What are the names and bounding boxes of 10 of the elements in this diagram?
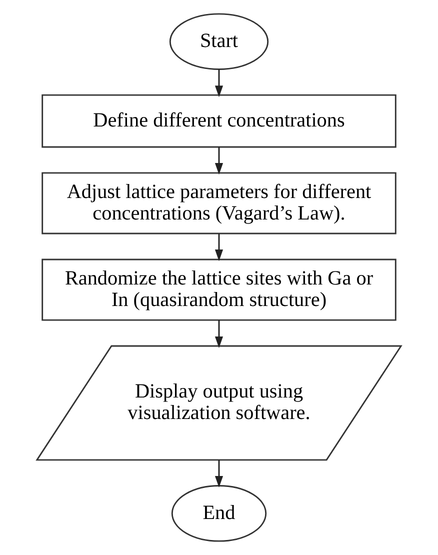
node-box: Randomize the lattice sites with Ga or In (quasirandom structure) [42,258,396,321]
node-ellipse: Start [169,13,269,70]
node-box: Adjust lattice parameters for different concentrations (Vagard’s Law). [42,172,396,234]
arrow [214,147,224,175]
node-ellipse: End [171,485,267,542]
node-box: Define different concentrations [42,94,396,148]
arrow [214,234,224,262]
arrow [214,320,224,348]
arrow [214,460,224,488]
arrow [214,69,224,98]
